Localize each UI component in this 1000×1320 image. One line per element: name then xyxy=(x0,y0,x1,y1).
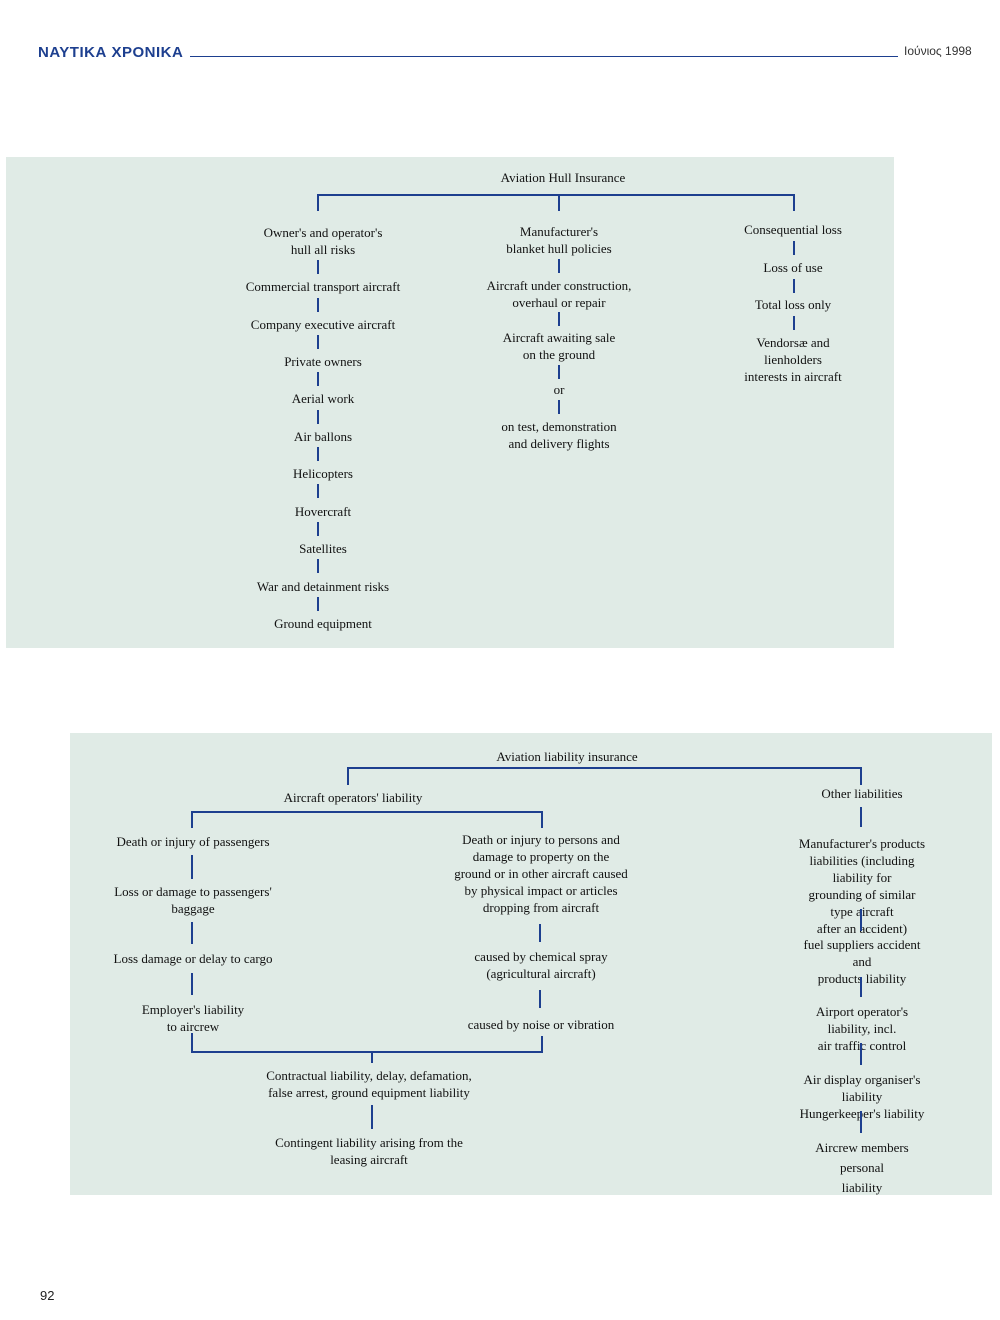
connector xyxy=(317,298,319,312)
aircraft-operators-liability: Aircraft operators' liability xyxy=(283,790,423,805)
connector xyxy=(317,260,319,274)
page-number: 92 xyxy=(40,1288,55,1303)
connector xyxy=(371,1051,373,1063)
connector xyxy=(317,335,319,349)
liab-contractual: Contractual liability, delay, defamation… xyxy=(266,1068,472,1100)
liability-title: Aviation liability insurance xyxy=(496,749,638,764)
connector xyxy=(541,811,543,828)
hull-air-ballons: Air ballons xyxy=(293,429,353,444)
liab-fuel-suppliers: fuel suppliers accident and products lia… xyxy=(803,937,921,986)
hull-or: or xyxy=(553,382,565,397)
connector xyxy=(558,259,560,273)
connector xyxy=(317,447,319,461)
connector xyxy=(558,365,560,379)
liab-death-injury-persons: Death or injury to persons and damage to… xyxy=(454,832,628,915)
connector xyxy=(539,924,541,942)
hull-total-loss-only: Total loss only xyxy=(754,297,832,312)
connector xyxy=(191,1033,193,1053)
liab-employers-liability: Employer's liability to aircrew xyxy=(141,1002,245,1034)
hull-under-construction: Aircraft under construction, overhaul or… xyxy=(486,278,632,310)
liability-insurance-chart: Aviation liability insurance Aircraft op… xyxy=(70,733,992,1195)
hull-war-detainment: War and detainment risks xyxy=(256,579,390,594)
connector xyxy=(191,973,193,995)
hull-private-owners: Private owners xyxy=(284,354,362,369)
liab-air-display-organiser: Air display organiser's liability Hunger… xyxy=(799,1072,925,1121)
hull-on-test: on test, demonstration and delivery flig… xyxy=(501,419,617,451)
hull-vendors-lienholders: Vendorsæ and lienholders interests in ai… xyxy=(744,335,842,384)
liab-manufacturers-products: Manufacturer's products liabilities (inc… xyxy=(798,836,926,936)
liab-death-injury-passengers: Death or injury of passengers xyxy=(116,834,270,849)
connector xyxy=(371,1105,373,1129)
other-liabilities: Other liabilities xyxy=(821,786,903,801)
liab-aircrew-personal: Aircrew members personal liability xyxy=(815,1140,909,1195)
liab-passengers-baggage: Loss or damage to passengers' baggage xyxy=(114,884,272,916)
connector xyxy=(317,410,319,424)
connector xyxy=(558,400,560,414)
hull-satellites: Satellites xyxy=(299,541,347,556)
hull-ground-equipment: Ground equipment xyxy=(274,616,372,631)
connector xyxy=(317,372,319,386)
connector xyxy=(317,194,319,211)
hull-title: Aviation Hull Insurance xyxy=(500,170,626,185)
liab-noise-vibration: caused by noise or vibration xyxy=(467,1017,615,1032)
connector xyxy=(860,1043,862,1065)
hull-manufacturers-blanket: Manufacturer's blanket hull policies xyxy=(506,224,612,256)
connector xyxy=(317,522,319,536)
hull-company-executive: Company executive aircraft xyxy=(250,317,396,332)
issue-date: Ιούνιος 1998 xyxy=(904,44,972,58)
liab-contingent-leasing: Contingent liability arising from the le… xyxy=(275,1135,463,1167)
hull-commercial-transport: Commercial transport aircraft xyxy=(245,279,401,294)
connector xyxy=(793,279,795,293)
hull-aerial-work: Aerial work xyxy=(291,391,355,406)
connector xyxy=(860,1111,862,1133)
connector xyxy=(317,597,319,611)
connector xyxy=(317,484,319,498)
liab-airport-operator: Airport operator's liability, incl. air … xyxy=(815,1004,909,1053)
connector xyxy=(541,1036,543,1053)
connector xyxy=(558,312,560,326)
hull-loss-of-use: Loss of use xyxy=(763,260,823,275)
connector xyxy=(191,855,193,879)
hull-consequential-loss: Consequential loss xyxy=(744,222,842,237)
connector xyxy=(793,241,795,255)
header-rule xyxy=(190,56,898,57)
connector xyxy=(191,1051,543,1053)
liab-chemical-spray: caused by chemical spray (agricultural a… xyxy=(474,949,608,981)
connector xyxy=(347,767,349,785)
hull-awaiting-sale: Aircraft awaiting sale on the ground xyxy=(502,330,616,362)
connector xyxy=(793,194,795,211)
connector xyxy=(860,909,862,931)
connector xyxy=(347,767,862,769)
connector xyxy=(191,922,193,944)
connector xyxy=(191,811,193,828)
connector xyxy=(317,559,319,573)
connector xyxy=(191,811,543,813)
connector xyxy=(317,194,795,196)
hull-owners-operators: Owner's and operator's hull all risks xyxy=(263,225,383,257)
hull-helicopters: Helicopters xyxy=(293,466,353,481)
liab-cargo: Loss damage or delay to cargo xyxy=(113,951,273,966)
connector xyxy=(539,990,541,1008)
connector xyxy=(793,316,795,330)
connector xyxy=(860,977,862,997)
hull-hovercraft: Hovercraft xyxy=(294,504,352,519)
connector xyxy=(558,194,560,211)
connector xyxy=(860,767,862,785)
connector xyxy=(860,807,862,827)
magazine-title: ΝΑΥΤΙΚΑ ΧΡΟΝΙΚΑ xyxy=(38,44,184,61)
hull-insurance-chart: Aviation Hull Insurance Owner's and oper… xyxy=(6,157,894,648)
